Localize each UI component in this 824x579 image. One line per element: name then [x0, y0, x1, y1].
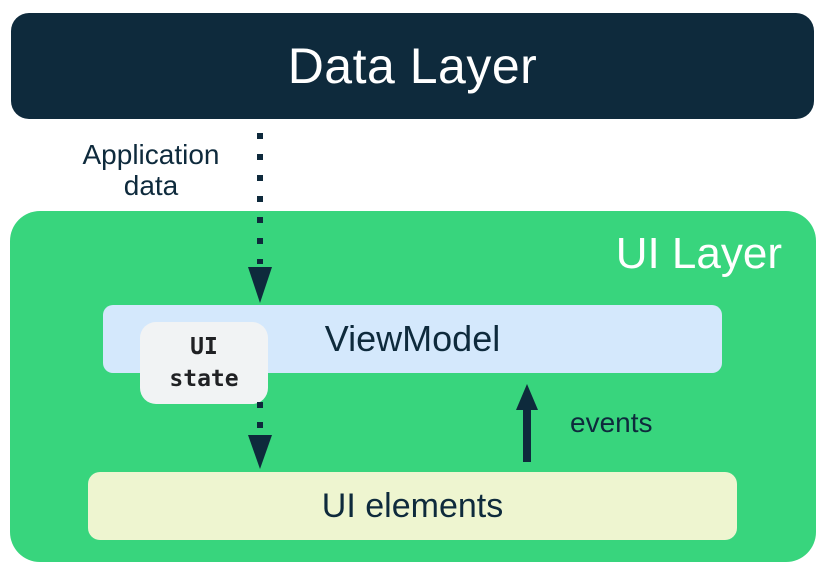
ui-elements-box: UI elements — [88, 472, 737, 540]
data-layer-box: Data Layer — [11, 13, 814, 119]
ui-state-arrowhead-down-icon — [248, 435, 272, 469]
ui-layer-label: UI Layer — [615, 229, 782, 278]
events-arrowhead-up-icon — [516, 384, 538, 410]
application-data-arrowhead-down-icon — [248, 267, 272, 303]
application-data-label: Application data — [82, 139, 220, 201]
data-layer-label: Data Layer — [287, 38, 538, 94]
ui-state-dotted-arrow-icon — [257, 402, 263, 432]
viewmodel-label: ViewModel — [324, 318, 501, 359]
events-arrow-shaft-icon — [523, 406, 531, 462]
ui-state-label: UI state — [169, 334, 239, 392]
application-data-dotted-arrow-icon — [257, 133, 263, 264]
ui-state-badge: UI state — [140, 322, 268, 404]
events-label: events — [570, 407, 653, 438]
ui-elements-label: UI elements — [321, 486, 504, 525]
